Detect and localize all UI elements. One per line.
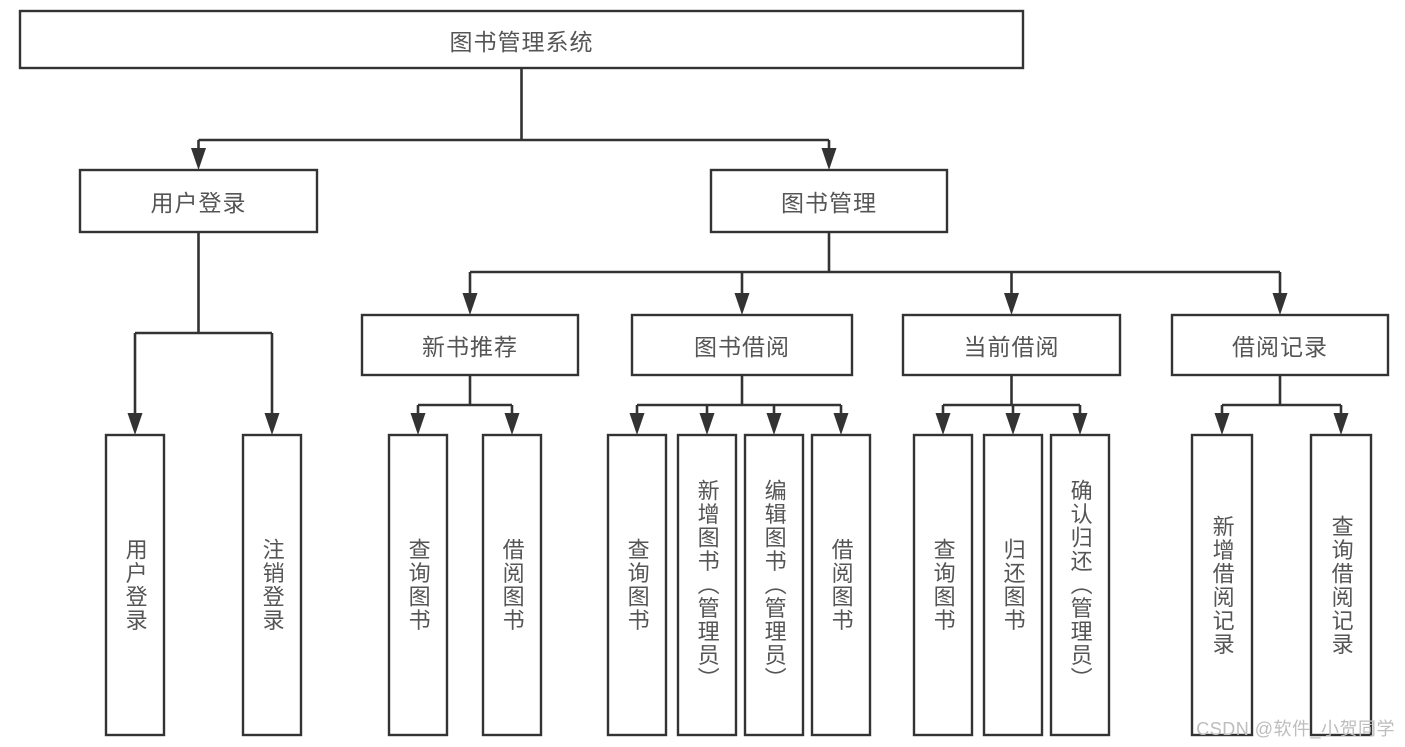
- connector-group-borrow-record-to-leaves: [1214, 375, 1349, 435]
- node-box-leaf-edit-book[interactable]: [743, 433, 805, 737]
- node-box-leaf-confirm-return[interactable]: [1049, 433, 1111, 737]
- arrow-head-icon: [1072, 413, 1088, 435]
- arrow-head-icon: [462, 293, 478, 315]
- node-box-leaf-query-borrow-record[interactable]: [1309, 433, 1373, 737]
- arrow-head-icon: [191, 148, 206, 170]
- arrow-head-icon: [935, 413, 951, 435]
- node-box-borrow-record[interactable]: [1170, 313, 1390, 377]
- node-box-new-book-recommend[interactable]: [360, 313, 580, 377]
- node-box-book-borrow[interactable]: [630, 313, 854, 377]
- connector-group-new-book-recommend-to-leaves: [410, 375, 520, 435]
- node-box-root[interactable]: [18, 9, 1025, 70]
- connector-group-root-to-level1: [191, 68, 837, 170]
- node-box-leaf-add-borrow-record[interactable]: [1190, 433, 1254, 737]
- arrow-head-icon: [734, 293, 750, 315]
- arrow-head-icon: [127, 413, 143, 435]
- arrow-head-icon: [1005, 413, 1021, 435]
- arrow-head-icon: [1004, 293, 1019, 315]
- arrow-head-icon: [821, 148, 837, 170]
- arrow-head-icon: [264, 413, 280, 435]
- connector-group-book-management-to-level2: [462, 232, 1288, 315]
- arrow-head-icon: [1333, 413, 1349, 435]
- node-box-leaf-user-login[interactable]: [104, 433, 166, 737]
- node-box-leaf-logout[interactable]: [241, 433, 303, 737]
- node-box-leaf-return-book[interactable]: [982, 433, 1044, 737]
- connector-group-book-borrow-to-leaves: [629, 375, 849, 435]
- node-box-leaf-query-book-recommend[interactable]: [387, 433, 449, 737]
- arrow-head-icon: [629, 413, 645, 435]
- node-box-book-management[interactable]: [709, 168, 949, 234]
- node-box-user-login[interactable]: [78, 168, 319, 234]
- arrow-head-icon: [504, 413, 520, 435]
- arrow-head-icon: [410, 413, 426, 435]
- node-box-leaf-query-book-current[interactable]: [912, 433, 974, 737]
- arrow-head-icon: [833, 413, 849, 435]
- arrow-head-icon: [1272, 293, 1288, 315]
- connector-group-user-login-to-leaves: [127, 232, 280, 435]
- node-box-leaf-borrow-book-recommend[interactable]: [481, 433, 543, 737]
- connector-group-current-borrow-to-leaves: [935, 375, 1088, 435]
- node-box-leaf-add-book[interactable]: [676, 433, 738, 737]
- arrow-head-icon: [766, 413, 782, 435]
- arrow-head-icon: [1214, 413, 1230, 435]
- node-box-leaf-borrow-book[interactable]: [810, 433, 872, 737]
- arrow-head-icon: [699, 413, 715, 435]
- node-box-current-borrow[interactable]: [901, 313, 1122, 377]
- node-box-leaf-query-book-borrow[interactable]: [606, 433, 668, 737]
